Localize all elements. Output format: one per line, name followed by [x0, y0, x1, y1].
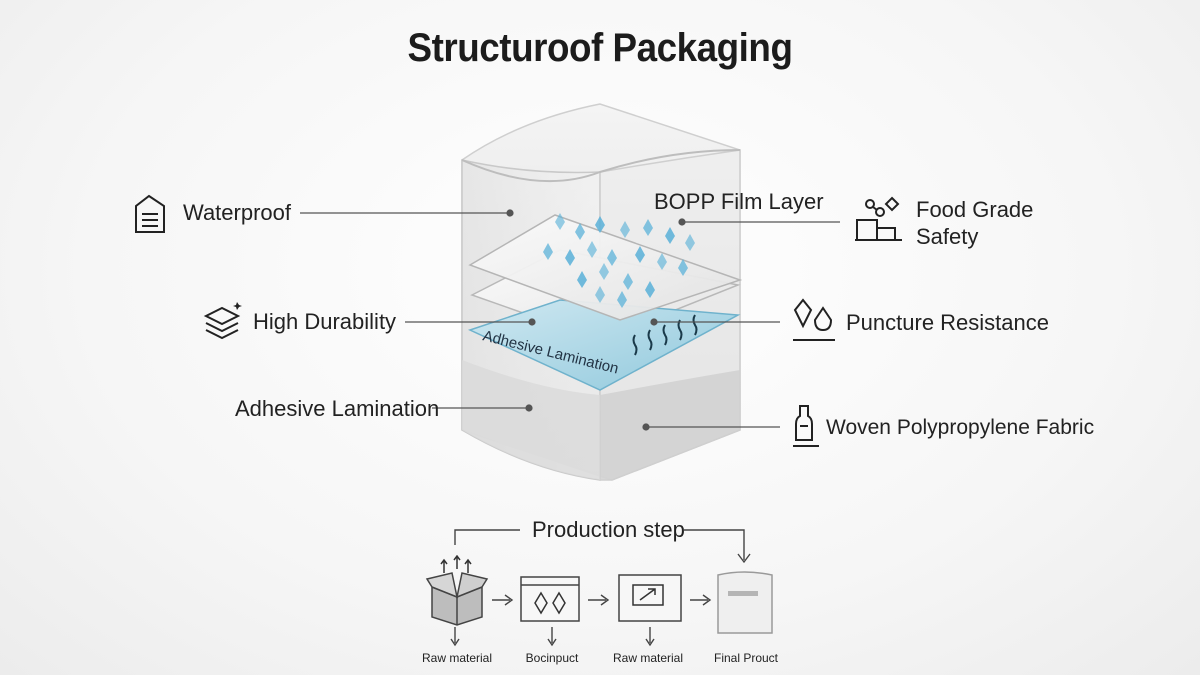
diamond-panel-icon [520, 576, 580, 622]
droplet-icon [595, 216, 605, 233]
droplet-icon [565, 249, 575, 266]
droplet-icon [607, 249, 617, 266]
droplet-icon [623, 273, 633, 290]
diamond-drops-icon [793, 298, 835, 341]
droplet-icon [685, 234, 695, 251]
droplet-icon [643, 219, 653, 236]
callout-adhesive-lamination: Adhesive Lamination [235, 396, 440, 421]
droplet-icon [587, 241, 597, 258]
callout-woven-fabric: Woven Polypropylene Fabric [826, 416, 1095, 439]
droplet-icon [635, 246, 645, 263]
production-step-label-2: Bocinpuct [525, 651, 579, 665]
droplet-icon [657, 253, 667, 270]
droplet-icon [678, 259, 688, 276]
document-house-icon [135, 194, 165, 233]
page-title: Structuroof Packaging [407, 26, 793, 70]
droplet-icon [617, 291, 627, 308]
droplet-icon [620, 221, 630, 238]
callout-food-grade: Food Grade [916, 197, 1034, 222]
callout-food-grade-safety: Safety [916, 224, 979, 249]
droplet-icon [575, 223, 585, 240]
bag-icon [717, 571, 773, 634]
layers-icon [203, 302, 242, 340]
droplet-icon [599, 263, 609, 280]
droplet-icon [543, 243, 553, 260]
production-flow-lines [450, 529, 751, 647]
droplet-icon [555, 213, 565, 230]
droplet-icon [577, 271, 587, 288]
droplet-icon [595, 286, 605, 303]
callout-lines [300, 209, 840, 431]
production-step-title: Production step [532, 517, 685, 542]
open-box-icon [425, 555, 489, 626]
droplet-icon [645, 281, 655, 298]
monitor-arrow-icon [618, 574, 682, 622]
callout-puncture-resistance: Puncture Resistance [846, 310, 1049, 335]
droplet-icon [665, 227, 675, 244]
callout-waterproof: Waterproof [183, 200, 292, 225]
bottle-stand-icon [793, 405, 819, 447]
adhesive-squiggles [632, 314, 698, 356]
production-step-label-1: Raw material [421, 651, 493, 665]
callout-bopp-film-layer: BOPP Film Layer [654, 189, 824, 214]
molecule-blocks-icon [855, 196, 902, 241]
production-step-label-4: Final Prouct [713, 651, 779, 665]
water-droplets [543, 213, 695, 308]
callout-high-durability: High Durability [253, 309, 397, 334]
production-step-label-3: Raw material [612, 651, 684, 665]
